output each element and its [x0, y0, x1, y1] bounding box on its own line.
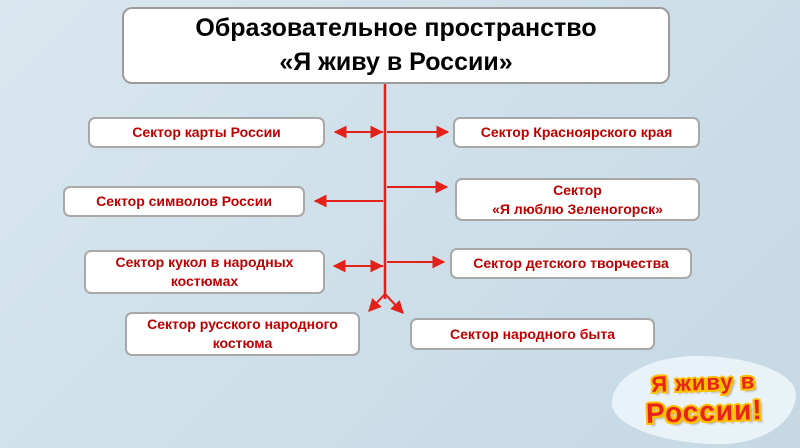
sector-box-dolls-in-folk-costumes: Сектор кукол в народных костюмах	[84, 250, 325, 294]
arrow-bottom-right	[384, 293, 404, 314]
sector-box-children-creativity: Сектор детского творчества	[450, 248, 692, 279]
sector-box-krasnoyarsk-krai: Сектор Красноярского края	[453, 117, 700, 148]
sector-box-map-of-russia: Сектор карты России	[88, 117, 325, 148]
sector-box-symbols-of-russia: Сектор символов России	[63, 186, 305, 217]
sector-box-russian-folk-costume: Сектор русского народного костюма	[125, 312, 360, 356]
title-box: Образовательное пространство «Я живу в Р…	[122, 7, 670, 84]
sector-box-i-love-zelenogorsk: Сектор «Я люблю Зеленогорск»	[455, 178, 700, 221]
logo-text-line2: России!	[645, 393, 764, 430]
arrow-bottom-left	[368, 293, 386, 312]
sector-box-folk-household: Сектор народного быта	[410, 318, 655, 350]
page-title: Образовательное пространство «Я живу в Р…	[195, 13, 597, 76]
logo: Я живу в России!	[611, 354, 797, 446]
